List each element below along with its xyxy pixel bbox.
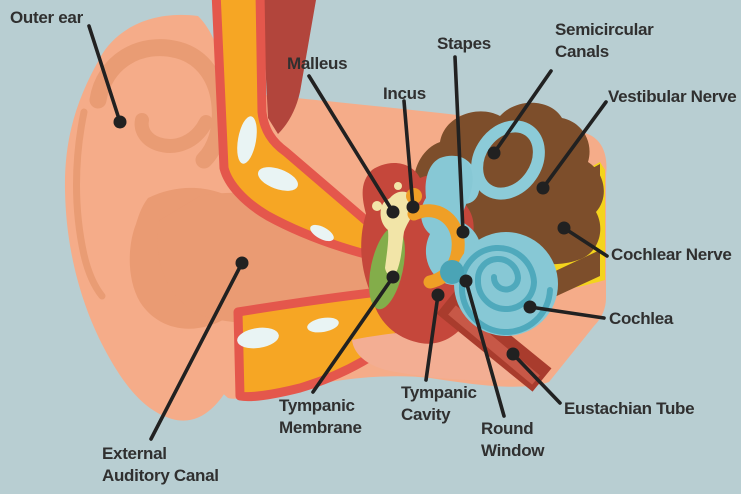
label-outer-ear: Outer ear	[10, 8, 83, 27]
cochlea-spiral	[458, 244, 553, 335]
label-tympanic-membrane: Tympanic Membrane	[279, 396, 362, 437]
leader-line-cochlea	[528, 305, 606, 320]
skull-wedge	[262, 0, 316, 134]
leader-line-semicircular-canals	[492, 69, 553, 155]
leader-dot-tympanic-membrane	[386, 270, 400, 284]
leader-dot-cochlea	[523, 300, 537, 314]
label-eustachian-tube: Eustachian Tube	[564, 399, 695, 418]
leader-dot-tympanic-cavity	[431, 288, 445, 302]
leader-dot-malleus	[386, 205, 400, 219]
leader-dot-cochlear-nerve	[557, 221, 571, 235]
label-stapes: Stapes	[437, 34, 491, 53]
leader-line-outer-ear	[87, 24, 122, 124]
leader-line-cochlear-nerve	[562, 226, 609, 258]
canal-highlight	[257, 167, 299, 191]
leader-dot-vestibular-nerve	[536, 181, 550, 195]
malleus-detail	[372, 201, 382, 211]
canal-highlight	[310, 224, 334, 242]
semicircular-canal-loop	[471, 120, 545, 200]
leader-line-round-window	[464, 279, 506, 418]
leader-line-stapes	[453, 55, 465, 234]
leader-line-eustachian-tube	[511, 352, 562, 405]
label-cochlea: Cochlea	[609, 309, 674, 328]
label-cochlear-nerve: Cochlear Nerve	[611, 245, 732, 264]
label-semicircular-canals: Semicircular Canals	[555, 20, 654, 61]
canal-highlight	[237, 116, 257, 164]
canal-highlight	[237, 327, 279, 349]
round-window-shape	[440, 260, 464, 284]
label-malleus: Malleus	[287, 54, 348, 73]
eustachian-tube-inner	[448, 305, 540, 385]
leader-line-tympanic-cavity	[424, 293, 440, 382]
label-external-auditory-canal: External Auditory Canal	[102, 444, 219, 485]
leader-dot-external-auditory-canal	[235, 256, 249, 270]
leader-dot-incus	[406, 200, 420, 214]
label-incus: Incus	[383, 84, 426, 103]
leader-line-malleus	[307, 74, 395, 214]
leader-dot-eustachian-tube	[506, 347, 520, 361]
label-round-window: Round Window	[481, 419, 545, 460]
leader-dot-outer-ear	[113, 115, 127, 129]
leader-dot-round-window	[459, 274, 473, 288]
label-tympanic-cavity: Tympanic Cavity	[401, 383, 477, 424]
malleus-detail	[394, 182, 402, 190]
leader-line-tympanic-membrane	[311, 275, 395, 394]
leader-dot-semicircular-canals	[487, 146, 501, 160]
canal-highlight	[307, 317, 339, 333]
leader-dot-stapes	[456, 225, 470, 239]
leader-line-vestibular-nerve	[541, 100, 608, 190]
pinna-shadow-line	[73, 108, 106, 300]
leader-line-external-auditory-canal	[149, 261, 244, 441]
antihelix-fold	[134, 113, 213, 153]
leader-line-incus	[402, 99, 415, 209]
label-vestibular-nerve: Vestibular Nerve	[608, 87, 737, 106]
